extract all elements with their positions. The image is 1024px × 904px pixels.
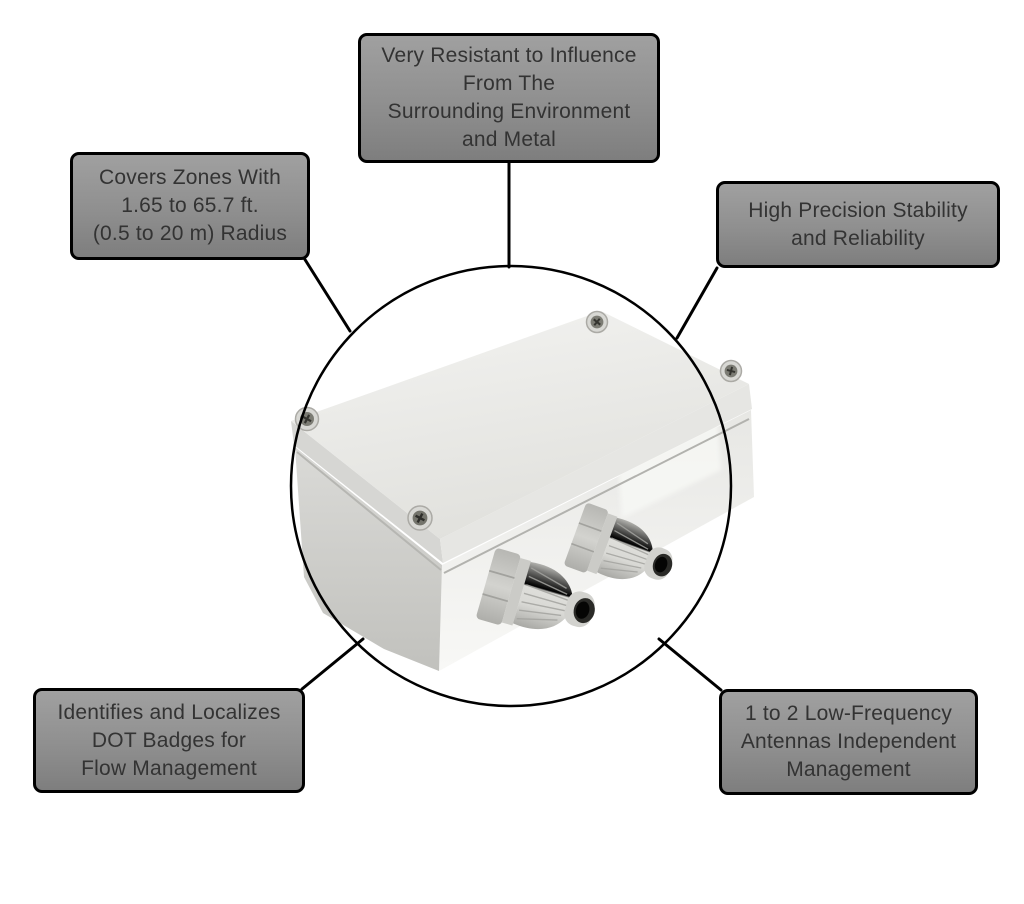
callout-top-line-1: Very Resistant to Influence (381, 44, 637, 67)
callout-top-line-3: Surrounding Environment (387, 100, 631, 123)
lid-screw-left (294, 406, 320, 432)
lid-screw-front (407, 505, 433, 531)
connector-line-upper-left (302, 256, 352, 333)
callout-lower-left: Identifies and Localizes DOT Badges for … (33, 688, 305, 793)
lid-screw-right (719, 359, 743, 383)
callout-upper-left-line-2: 1.65 to 65.7 ft. (121, 194, 259, 217)
connector-line-lower-left (300, 637, 365, 691)
callout-upper-right: High Precision Stability and Reliability (716, 181, 1000, 268)
callout-upper-right-line-2: and Reliability (791, 226, 925, 250)
lid-skirt-right (440, 384, 752, 563)
callout-lower-left-line-1: Identifies and Localizes (57, 700, 281, 724)
enclosure-lid (291, 311, 749, 539)
cable-gland-front (476, 548, 595, 630)
callout-lower-right-line-1: 1 to 2 Low-Frequency (744, 702, 953, 725)
product-photo (291, 310, 754, 671)
lid-groove-left (296, 451, 442, 571)
connector-lines (300, 161, 723, 692)
lid-groove-right (443, 418, 750, 574)
callout-upper-left-line-3: (0.5 to 20 m) Radius (92, 222, 288, 245)
callout-lower-right: 1 to 2 Low-Frequency Antennas Independen… (719, 689, 978, 795)
callout-top-line-2: From The (462, 72, 556, 95)
callout-top-line-4: and Metal (461, 128, 557, 151)
callout-lower-left-line-3: Flow Management (81, 756, 257, 780)
callout-upper-left: Covers Zones With 1.65 to 65.7 ft. (0.5 … (70, 152, 310, 260)
focus-circle (289, 264, 733, 708)
connector-line-upper-right (675, 266, 719, 340)
callout-upper-right-line-1: High Precision Stability (748, 198, 968, 222)
connector-line-lower-right (657, 637, 723, 692)
callout-upper-left-line-1: Covers Zones With (99, 166, 281, 189)
cable-gland-rear (564, 503, 673, 580)
lid-screw-back (585, 310, 609, 334)
callout-lower-left-line-2: DOT Badges for (91, 728, 247, 752)
callout-lower-right-line-3: Management (786, 758, 911, 781)
lid-skirt-left (291, 421, 443, 563)
callout-top: Very Resistant to Influence From The Sur… (358, 33, 660, 163)
callout-lower-right-line-2: Antennas Independent (740, 730, 957, 753)
